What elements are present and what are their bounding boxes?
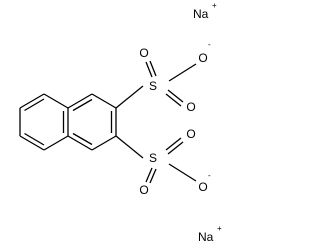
bond <box>67 93 93 109</box>
negative-charge: - <box>208 40 211 49</box>
double-bond <box>145 61 153 78</box>
double-bond <box>149 168 157 184</box>
bond <box>91 135 117 151</box>
bond <box>168 163 197 182</box>
lower-sulfonate-group: S O O O - <box>115 127 211 197</box>
double-bond <box>165 137 182 151</box>
oxygen-atom-label: O <box>186 127 195 141</box>
double-bond <box>145 167 153 183</box>
upper-sulfonate-group: S O O O - <box>115 40 211 114</box>
positive-charge: + <box>217 224 222 233</box>
oxygen-atom-label: O <box>186 100 195 114</box>
bond <box>115 85 144 109</box>
sodium-ion-top: Na + <box>193 1 217 21</box>
oxygen-atom-label: O <box>139 183 148 197</box>
double-bond <box>24 132 45 146</box>
double-bond <box>167 141 184 155</box>
bond <box>115 135 144 159</box>
double-bond <box>72 98 93 112</box>
left-ring <box>19 93 69 151</box>
sodium-ion-bottom: Na + <box>198 224 222 243</box>
bond <box>91 93 117 109</box>
right-ring <box>67 93 117 151</box>
positive-charge: + <box>212 1 217 10</box>
bond <box>19 93 45 109</box>
sodium-atom-label: Na <box>193 7 209 21</box>
bond <box>19 135 45 151</box>
sulfur-atom-label: S <box>149 151 157 165</box>
negative-charge: - <box>208 171 211 180</box>
structure-diagram: S O O O - S O O O - Na + Na + <box>19 1 222 243</box>
bond <box>43 135 69 151</box>
bond <box>168 63 197 82</box>
sulfur-atom-label: S <box>149 79 157 93</box>
double-bond <box>167 89 184 103</box>
oxygen-atom-label: O <box>198 51 207 65</box>
double-bond <box>24 98 45 112</box>
sodium-atom-label: Na <box>198 230 214 243</box>
oxygen-atom-label: O <box>198 180 207 194</box>
double-bond <box>72 132 93 146</box>
oxygen-atom-label: O <box>139 46 148 60</box>
double-bond <box>149 60 157 77</box>
bond <box>67 135 93 151</box>
double-bond <box>165 93 182 107</box>
bond <box>43 93 69 109</box>
